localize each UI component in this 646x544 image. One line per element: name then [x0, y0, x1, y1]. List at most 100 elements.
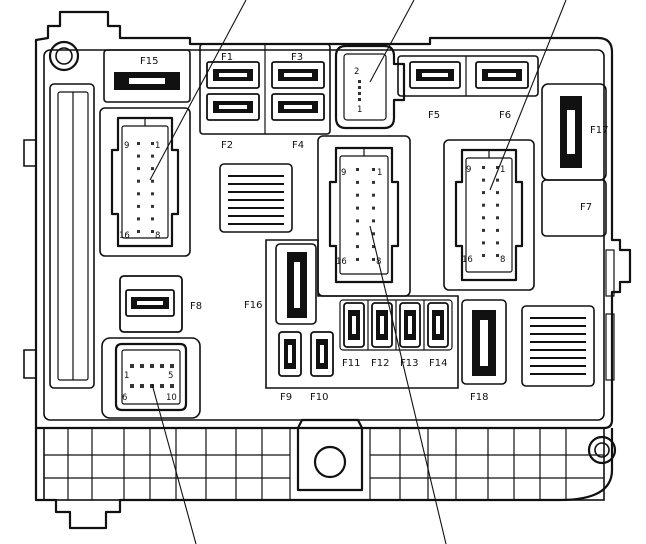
pin-label: 9 — [124, 141, 129, 151]
connector-right — [443, 139, 535, 291]
connector-pin — [496, 191, 499, 195]
connector-pin — [496, 203, 499, 207]
connector-pin — [356, 168, 359, 171]
fuse-label-F18: F18 — [470, 392, 488, 403]
fuse-label-F13: F13 — [400, 358, 418, 369]
fuse-label-F12: F12 — [371, 358, 389, 369]
connector-pin — [372, 245, 375, 249]
connector-pin — [482, 254, 485, 257]
pin-label: 8 — [500, 255, 505, 265]
pin-label: 5 — [168, 371, 173, 381]
connector-pin — [372, 219, 375, 223]
connector-pin — [130, 384, 134, 388]
fuse-F5 — [409, 61, 461, 89]
connector-pin — [151, 154, 154, 158]
connector-pin — [356, 206, 359, 210]
fuse-F10 — [310, 331, 334, 377]
pin-label: 1 — [377, 168, 382, 178]
pin-label: 10 — [166, 393, 177, 403]
connector-pin — [137, 179, 140, 183]
fuse-label-F6: F6 — [499, 110, 511, 121]
fuse-label-F3: F3 — [291, 52, 303, 63]
pin-label: 2 — [354, 67, 359, 77]
fuse-label-F17: F17 — [590, 125, 608, 136]
connector-pin — [137, 142, 140, 145]
mounting-hole-icon — [48, 40, 80, 72]
connector-pin — [356, 180, 359, 184]
fuse-F8 — [119, 275, 183, 333]
connector-pin — [372, 206, 375, 210]
leader-line — [489, 0, 567, 191]
connector-bottom-left — [101, 337, 201, 419]
fuse-F18 — [461, 299, 507, 385]
fuse-label-F4: F4 — [292, 140, 304, 151]
connector-pin — [137, 230, 140, 233]
connector-pin — [496, 228, 499, 232]
connector-pin — [137, 154, 140, 158]
vent-grille-icon — [521, 305, 595, 387]
connector-pin — [482, 203, 485, 207]
connector-pin — [496, 241, 499, 245]
fuse-F9 — [278, 331, 302, 377]
pin-label: 16 — [462, 255, 473, 265]
connector-pin — [151, 230, 154, 233]
fuse-label-F8: F8 — [190, 301, 202, 312]
connector-small-top: 2 1 — [334, 44, 406, 130]
pin-label: 9 — [341, 168, 346, 178]
connector-pin — [482, 228, 485, 232]
leader-line — [369, 225, 447, 544]
pin-label: 1 — [155, 141, 160, 151]
fuse-label-F10: F10 — [310, 392, 328, 403]
connector-pin — [372, 168, 375, 171]
connector-pin — [372, 193, 375, 197]
connector-pin — [482, 241, 485, 245]
fuse-F6 — [475, 61, 529, 89]
connector-pin — [151, 204, 154, 208]
fuse-F4 — [271, 93, 325, 121]
fuse-F3 — [271, 61, 325, 89]
connector-pin — [482, 178, 485, 182]
fuse-F16 — [275, 243, 317, 325]
connector-pin — [151, 142, 154, 145]
connector-pin — [482, 216, 485, 220]
fuse-label-F16: F16 — [244, 300, 262, 311]
fuse-label-F5: F5 — [428, 110, 440, 121]
bottom-compartment-grid — [43, 418, 605, 501]
connector-pin — [356, 245, 359, 249]
leader-lines — [149, 0, 567, 544]
connector-pin — [151, 167, 154, 171]
connector-center-pins — [356, 168, 375, 261]
connector-pin — [137, 192, 140, 196]
connector-pin — [137, 204, 140, 208]
fuse-label-F9: F9 — [280, 392, 292, 403]
pin-label: 9 — [466, 165, 471, 175]
fuse-F1 — [206, 61, 260, 89]
pin-label: 16 — [119, 231, 130, 241]
connector-pin — [356, 193, 359, 197]
connector-pin — [137, 167, 140, 171]
connector-pin — [482, 166, 485, 169]
connector-pin — [496, 178, 499, 182]
connector-left — [99, 107, 191, 257]
leader-line — [151, 383, 197, 544]
vent-grille-icon — [219, 163, 293, 233]
connector-pin — [482, 191, 485, 195]
connector-left-pins — [137, 142, 154, 233]
fuse-label-F14: F14 — [429, 358, 447, 369]
fuse-label-F15: F15 — [140, 56, 158, 67]
connector-pin — [137, 217, 140, 221]
fuse-F13 — [399, 302, 421, 348]
connector-pin — [151, 192, 154, 196]
connector-pin — [372, 232, 375, 236]
connector-pin — [150, 364, 154, 368]
pin-label: 16 — [336, 257, 347, 267]
connector-pin — [356, 232, 359, 236]
pin-label: 1 — [500, 165, 505, 175]
mounting-hole-icon — [587, 435, 617, 465]
fuse-label-F2: F2 — [221, 140, 233, 151]
connector-pin — [496, 216, 499, 220]
connector-pin — [170, 364, 174, 368]
connector-pin — [356, 258, 359, 261]
leader-line — [369, 0, 415, 83]
pin-label: 1 — [357, 105, 362, 115]
